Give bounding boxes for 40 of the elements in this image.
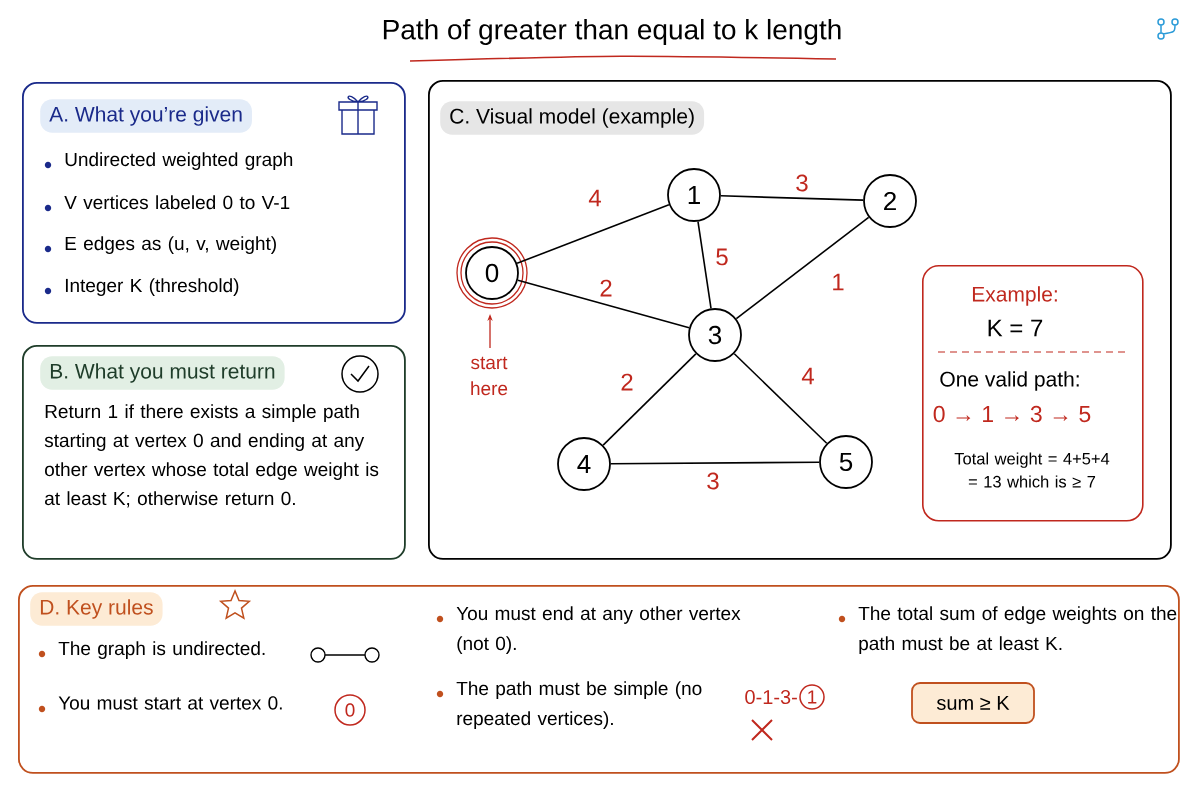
bullet-item: Undirected weighted graph — [44, 152, 293, 170]
edge-label: 5 — [716, 248, 728, 266]
bullet-item: You must start at vertex 0. — [38, 696, 282, 713]
edge-label: 4 — [588, 189, 601, 207]
bullet-item: E edges as (u, v, weight) — [44, 236, 276, 254]
bullet-item: You must end at any other vertex (not 0). — [436, 606, 741, 654]
card-text: K = 7 — [988, 319, 1043, 337]
circled-number: 0 — [334, 694, 366, 726]
circled-number: 1 — [799, 684, 825, 710]
edge-label: 3 — [796, 174, 808, 192]
section-heading: C. Visual model (example) — [440, 101, 705, 135]
graph-edge — [720, 195, 864, 201]
bullet-item: The path must be simple (no repeated vertices). — [436, 681, 702, 729]
graph-edge — [733, 352, 828, 445]
graph-edge — [697, 220, 712, 310]
graph-edge — [517, 279, 690, 329]
bullet-item: The graph is undirected. — [38, 641, 265, 659]
card-text: One valid path: — [940, 371, 1079, 391]
section-heading: A. What you’re given — [40, 99, 252, 133]
edge-label: 2 — [600, 279, 612, 297]
title: Path of greater than equal to k length — [383, 18, 841, 46]
section-heading: B. What you must return — [40, 356, 285, 390]
graph-edge — [610, 461, 820, 465]
annotation: start here — [471, 356, 508, 396]
graph-edge — [602, 353, 697, 446]
graph-edge — [735, 216, 870, 320]
edge-label: 3 — [707, 472, 719, 490]
bullet-item: Integer K (threshold) — [44, 278, 239, 296]
path-text: 0 → 1 → 3 → 5 — [933, 405, 1091, 423]
edge-label: 1 — [833, 273, 844, 291]
edge-label: 4 — [801, 367, 814, 385]
graph-edge — [516, 203, 670, 265]
edge-label: 2 — [621, 373, 633, 391]
formula-box: sum ≥ K — [911, 682, 1035, 724]
card-heading: Example: — [972, 286, 1057, 306]
card-text: Total weight = 4+5+4 = 13 which is ≥ 7 — [954, 452, 1110, 488]
bullet-item: The total sum of edge weights on the path must be at least K. — [838, 606, 1177, 654]
section-heading: D. Key rules — [30, 592, 163, 626]
bullet-item: V vertices labeled 0 to V-1 — [44, 195, 290, 212]
paragraph: Return 1 if there exists a simple path starting at vertex 0 and ending at any other vertex whose total edge weight is at least K; otherwise return 0. — [44, 404, 379, 508]
